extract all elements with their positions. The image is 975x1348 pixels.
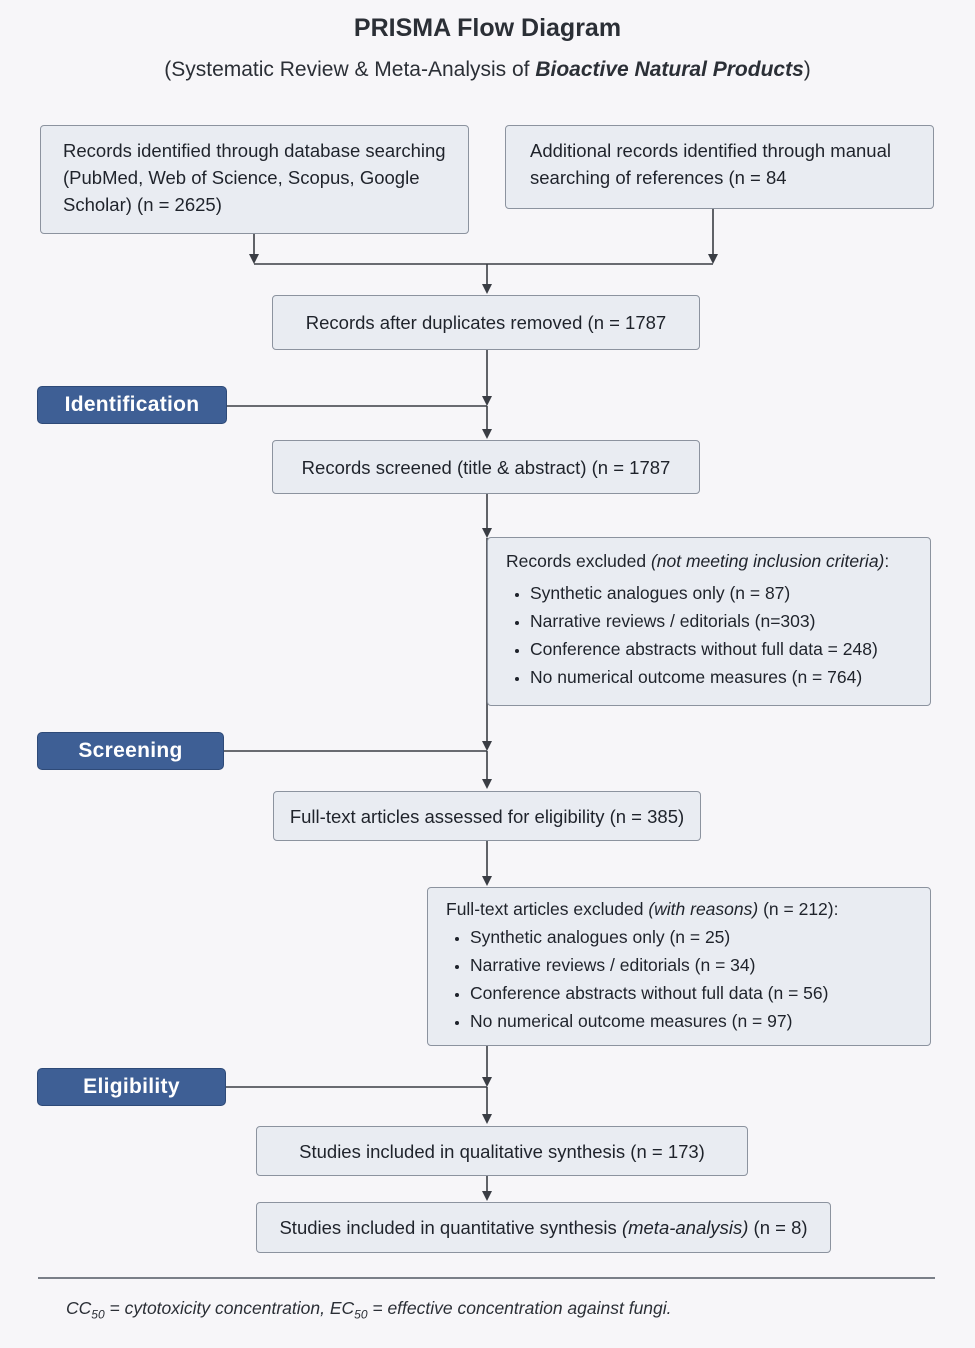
footnote-divider bbox=[38, 1277, 935, 1279]
fulltext-excluded-box: Full-text articles excluded (with reason… bbox=[427, 887, 931, 1046]
list-item: Conference abstracts without full data (… bbox=[470, 979, 912, 1007]
fulltext-excluded-header: Full-text articles excluded (with reason… bbox=[446, 899, 839, 919]
stage-identification: Identification bbox=[37, 386, 227, 424]
quantitative-synthesis-box: Studies included in quantitative synthes… bbox=[256, 1202, 831, 1253]
list-item: Conference abstracts without full data =… bbox=[530, 635, 912, 663]
list-item: Synthetic analogues only (n = 87) bbox=[530, 579, 912, 607]
stage-screening: Screening bbox=[37, 732, 224, 770]
diagram-title: PRISMA Flow Diagram bbox=[353, 14, 622, 42]
duplicates-removed-box: Records after duplicates removed (n = 17… bbox=[272, 295, 700, 350]
footnote: CC50 = cytotoxicity concentration, EC50 … bbox=[66, 1298, 672, 1322]
qualitative-synthesis-box: Studies included in qualitative synthesi… bbox=[256, 1126, 748, 1176]
records-excluded-box: Records excluded (not meeting inclusion … bbox=[487, 537, 931, 706]
database-search-box: Records identified through database sear… bbox=[40, 125, 469, 234]
stage-eligibility: Eligibility bbox=[37, 1068, 226, 1106]
list-item: No numerical outcome measures (n = 764) bbox=[530, 663, 912, 691]
list-item: Narrative reviews / editorials (n = 34) bbox=[470, 951, 912, 979]
diagram-subtitle: (Systematic Review & Meta-Analysis of Bi… bbox=[164, 58, 811, 81]
fulltext-assessed-box: Full-text articles assessed for eligibil… bbox=[273, 791, 701, 841]
list-item: No numerical outcome measures (n = 97) bbox=[470, 1007, 912, 1035]
manual-search-box: Additional records identified through ma… bbox=[505, 125, 934, 209]
records-excluded-header: Records excluded (not meeting inclusion … bbox=[506, 551, 890, 571]
records-screened-box: Records screened (title & abstract) (n =… bbox=[272, 440, 700, 494]
list-item: Synthetic analogues only (n = 25) bbox=[470, 923, 912, 951]
list-item: Narrative reviews / editorials (n=303) bbox=[530, 607, 912, 635]
